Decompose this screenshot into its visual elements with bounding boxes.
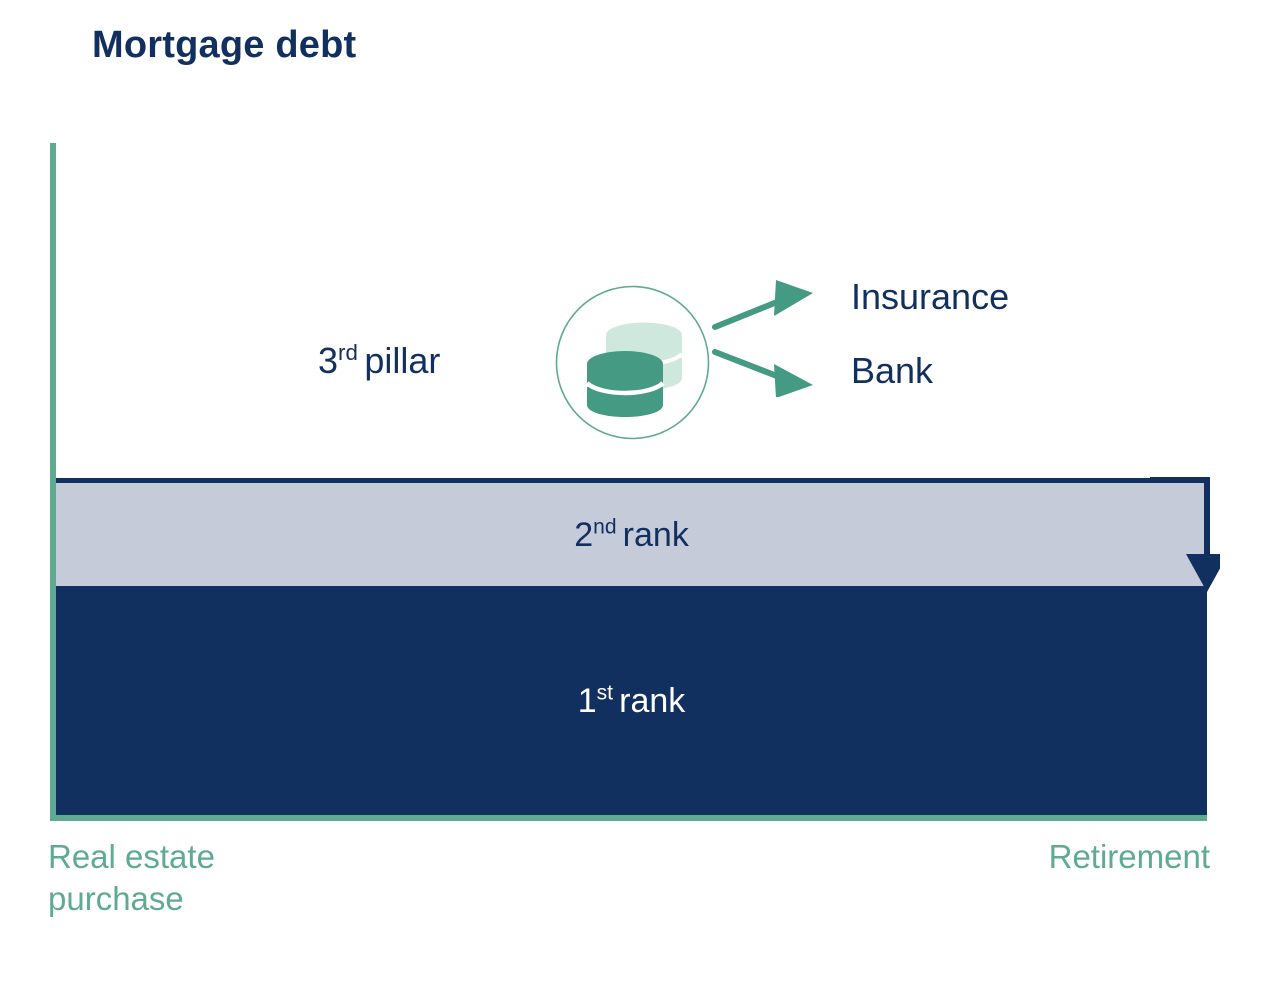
pillar-branch-arrows xyxy=(710,272,835,398)
arrow-head-insurance xyxy=(774,280,813,316)
coin-stack-dark xyxy=(587,351,663,417)
third-pillar-number: 3 xyxy=(318,340,339,381)
arrow-head-bank xyxy=(774,364,813,398)
band-first-rank-word: rank xyxy=(619,681,686,720)
page-title: Mortgage debt xyxy=(92,24,357,66)
destination-insurance[interactable]: Insurance xyxy=(851,276,1010,317)
coin-stack-icon-svg xyxy=(555,285,710,440)
third-pillar-word: pillar xyxy=(364,340,441,381)
destination-bank[interactable]: Bank xyxy=(851,350,934,391)
band-second-rank-ordinal: nd xyxy=(593,515,617,539)
band-second-rank-word: rank xyxy=(622,515,689,554)
band-first-rank-ordinal: st xyxy=(596,681,614,705)
caption-real-estate-purchase-line2: purchase xyxy=(48,880,184,918)
band-first-rank-number: 1 xyxy=(577,681,597,720)
pillar-branch-arrows-svg xyxy=(712,280,813,398)
amortisation-arrow-svg xyxy=(1150,477,1228,592)
coin-stack-icon[interactable] xyxy=(554,284,711,441)
horizontal-axis xyxy=(50,815,1207,821)
band-second-rank-number: 2 xyxy=(574,515,594,554)
caption-real-estate-purchase: Real estate purchase xyxy=(48,836,348,920)
caption-retirement: Retirement xyxy=(1048,838,1210,875)
vertical-axis xyxy=(50,143,56,821)
caption-real-estate-purchase-line1: Real estate xyxy=(48,838,215,875)
third-pillar-ordinal: rd xyxy=(338,340,358,365)
amortisation-arrow xyxy=(1150,470,1228,595)
